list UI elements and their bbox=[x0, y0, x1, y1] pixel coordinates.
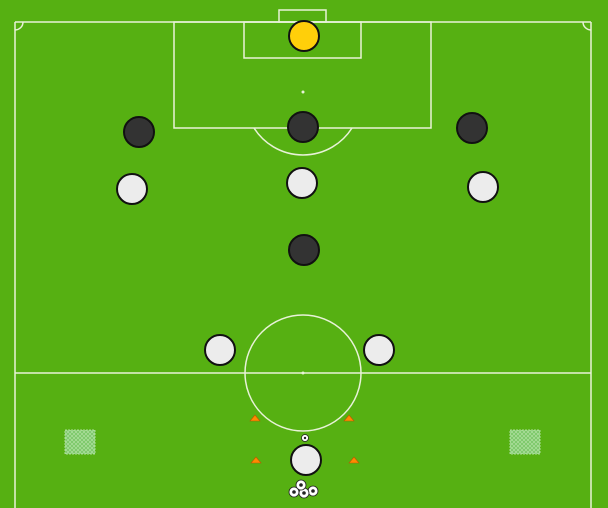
soccer-ball-icon bbox=[295, 479, 307, 491]
penalty-arc bbox=[253, 127, 353, 156]
goalkeeper bbox=[288, 20, 320, 52]
pitch-lines bbox=[14, 9, 592, 508]
corner-arc-left bbox=[14, 21, 24, 31]
mini-goal-right bbox=[509, 429, 541, 455]
dark-center bbox=[287, 111, 319, 143]
ball-pile bbox=[288, 479, 319, 499]
dark-left bbox=[123, 116, 155, 148]
corner-arc-right bbox=[582, 21, 592, 31]
cones bbox=[249, 414, 360, 464]
cone-icon bbox=[348, 456, 360, 464]
light-server bbox=[290, 444, 322, 476]
soccer-ball-icon bbox=[301, 434, 309, 442]
light-right bbox=[467, 171, 499, 203]
cone-icon bbox=[249, 414, 261, 422]
penalty-spot bbox=[301, 90, 305, 94]
soccer-ball-icon bbox=[307, 485, 319, 497]
cone-icon bbox=[250, 456, 262, 464]
center-circle bbox=[244, 314, 362, 432]
light-left bbox=[116, 173, 148, 205]
light-center bbox=[286, 167, 318, 199]
dark-right bbox=[456, 112, 488, 144]
mini-goal-left bbox=[64, 429, 96, 455]
light-mid-left bbox=[204, 334, 236, 366]
center-spot bbox=[301, 371, 305, 375]
cone-icon bbox=[343, 414, 355, 422]
dark-forward bbox=[288, 234, 320, 266]
light-mid-right bbox=[363, 334, 395, 366]
players bbox=[116, 20, 499, 476]
